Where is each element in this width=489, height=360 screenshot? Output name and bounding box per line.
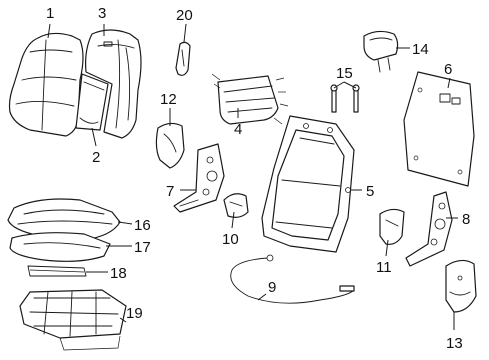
recliner-right (405, 191, 453, 267)
callout-labels: 1 2 3 4 5 6 7 8 9 10 11 12 13 14 15 16 1… (46, 5, 470, 352)
callout-14: 14 (412, 41, 429, 58)
callout-11: 11 (376, 259, 392, 276)
seat-heater-wire (27, 265, 87, 277)
callout-6: 6 (444, 61, 452, 78)
callout-1: 1 (46, 5, 54, 22)
callout-2: 2 (92, 149, 100, 166)
callout-16: 16 (134, 217, 151, 234)
headrest (363, 30, 399, 73)
seatback-cover (8, 32, 84, 137)
recliner-cover-right (379, 208, 405, 245)
callout-5: 5 (366, 183, 374, 200)
lumbar-support-mat (211, 73, 289, 125)
callout-4: 4 (234, 121, 242, 138)
callout-15: 15 (336, 65, 353, 82)
seat-cushion-cover (7, 198, 121, 241)
release-cable (230, 254, 355, 304)
headrest-posts (330, 84, 360, 113)
callout-10: 10 (222, 231, 239, 248)
back-board (403, 71, 475, 187)
callout-8: 8 (462, 211, 470, 228)
callout-19: 19 (126, 305, 143, 322)
hinge-cover (223, 193, 249, 218)
recliner-cover (155, 122, 185, 169)
callout-18: 18 (110, 265, 127, 282)
headrest-guide (175, 41, 191, 76)
callout-20: 20 (176, 7, 193, 24)
callout-3: 3 (98, 5, 106, 22)
back-panel (75, 73, 109, 131)
seat-frame-track (19, 289, 127, 351)
callout-12: 12 (160, 91, 177, 108)
callout-13: 13 (446, 335, 463, 352)
recliner-left (173, 143, 225, 213)
seat-cushion-pad (9, 232, 111, 262)
leader-lines (47, 23, 458, 330)
callout-17: 17 (134, 239, 151, 256)
callout-7: 7 (166, 183, 174, 200)
side-shield (445, 259, 477, 313)
seatback-cushion (85, 29, 142, 139)
seatback-frame (261, 115, 355, 253)
callout-9: 9 (268, 279, 276, 296)
